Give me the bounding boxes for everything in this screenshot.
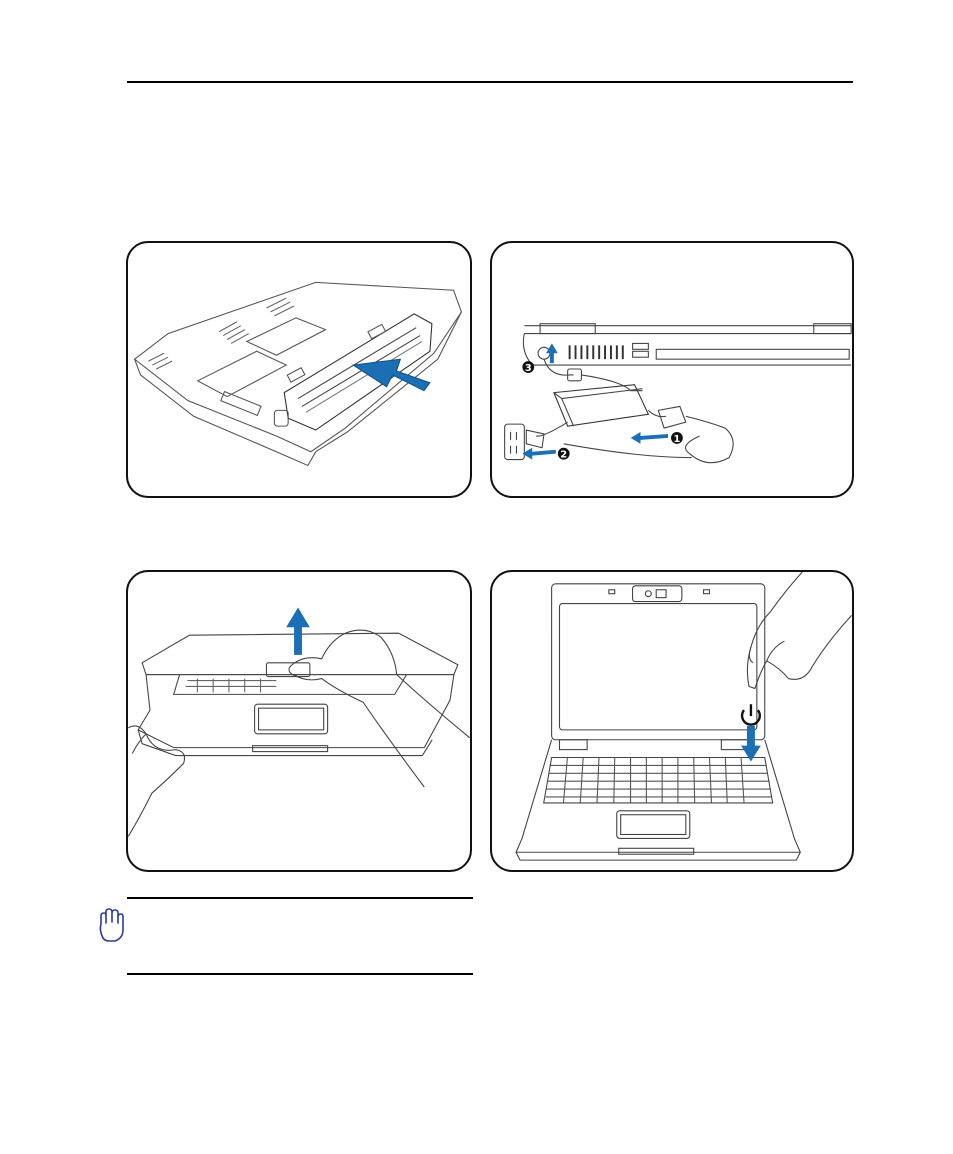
header-rule <box>127 81 853 83</box>
press-arrow-icon <box>741 726 761 762</box>
callout-2: 2 <box>558 448 570 461</box>
svg-text:2: 2 <box>560 450 567 461</box>
caution-top-rule <box>127 897 473 899</box>
arrow-1-icon <box>631 432 668 444</box>
power-adapter-illustration: 1 2 3 <box>492 243 852 496</box>
battery-insert-illustration <box>128 243 470 496</box>
lift-arrow-icon <box>286 608 310 655</box>
arrow-2-icon <box>522 448 555 460</box>
svg-text:3: 3 <box>525 363 532 374</box>
caution-hand-icon <box>97 908 125 942</box>
panel-connect-power: 1 2 3 <box>490 241 854 498</box>
caution-bottom-rule <box>127 973 473 975</box>
power-button-illustration <box>492 572 852 870</box>
callout-1: 1 <box>671 432 683 445</box>
lid-open-illustration <box>128 572 470 870</box>
panel-install-battery <box>126 241 472 498</box>
panel-open-lid <box>126 570 472 872</box>
arrow-3-icon <box>546 343 558 363</box>
svg-text:1: 1 <box>674 434 681 445</box>
panel-power-on <box>490 570 854 872</box>
callout-3: 3 <box>522 361 534 374</box>
